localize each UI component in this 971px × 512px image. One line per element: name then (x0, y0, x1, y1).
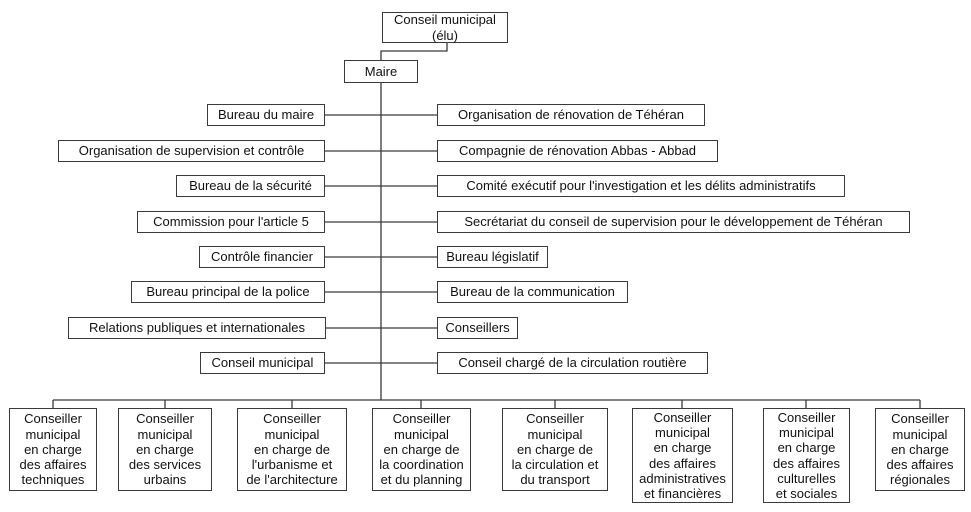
node-conseil-municipal-elu: Conseil municipal (élu) (382, 12, 508, 43)
node-bureau-du-maire: Bureau du maire (207, 104, 325, 126)
node-conseiller-affaires-techniques: Conseiller municipal en charge des affai… (9, 408, 97, 491)
node-organisation-renovation-teheran: Organisation de rénovation de Téhéran (437, 104, 705, 126)
node-bureau-principal-police: Bureau principal de la police (131, 281, 325, 303)
node-bureau-communication: Bureau de la communication (437, 281, 628, 303)
node-relations-publiques-internationales: Relations publiques et internationales (68, 317, 326, 339)
node-controle-financier: Contrôle financier (199, 246, 325, 268)
node-organisation-supervision-controle: Organisation de supervision et contrôle (58, 140, 325, 162)
node-conseiller-circulation-transport: Conseiller municipal en charge de la cir… (502, 408, 608, 491)
node-conseiller-urbanisme-architecture: Conseiller municipal en charge de l'urba… (237, 408, 347, 491)
node-conseillers: Conseillers (437, 317, 518, 339)
node-compagnie-renovation-abbas-abbad: Compagnie de rénovation Abbas - Abbad (437, 140, 718, 162)
root-to-mayor-connector (380, 43, 448, 60)
node-commission-article-5: Commission pour l'article 5 (137, 211, 325, 233)
node-maire: Maire (344, 60, 418, 83)
node-comite-executif-investigation-delits: Comité exécutif pour l'investigation et … (437, 175, 845, 197)
node-bureau-legislatif: Bureau législatif (437, 246, 548, 268)
node-secretariat-conseil-supervision-developpement: Secrétariat du conseil de supervision po… (437, 211, 910, 233)
node-conseiller-services-urbains: Conseiller municipal en charge des servi… (118, 408, 212, 491)
node-conseil-municipal: Conseil municipal (200, 352, 325, 374)
node-conseiller-affaires-culturelles-sociales: Conseiller municipal en charge des affai… (763, 408, 850, 503)
node-conseil-circulation-routiere: Conseil chargé de la circulation routièr… (437, 352, 708, 374)
node-conseiller-coordination-planning: Conseiller municipal en charge de la coo… (372, 408, 471, 491)
node-bureau-securite: Bureau de la sécurité (176, 175, 325, 197)
node-conseiller-affaires-regionales: Conseiller municipal en charge des affai… (875, 408, 965, 491)
node-conseiller-affaires-administratives-financieres: Conseiller municipal en charge des affai… (632, 408, 733, 503)
